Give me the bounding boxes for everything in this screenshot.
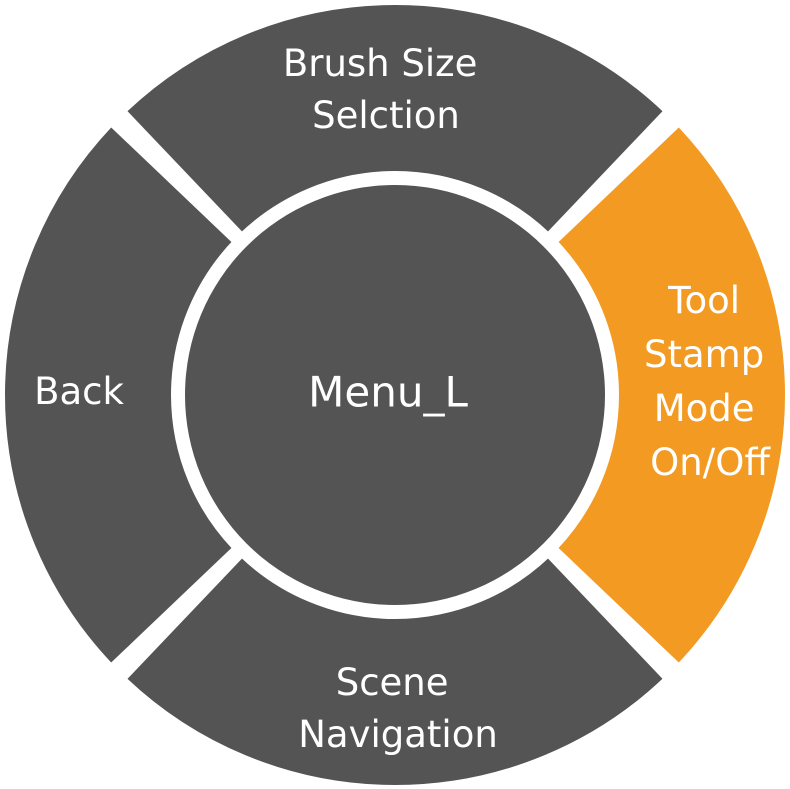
center-menu-button[interactable]: Menu_L [185, 185, 605, 605]
center-circle[interactable] [185, 185, 605, 605]
